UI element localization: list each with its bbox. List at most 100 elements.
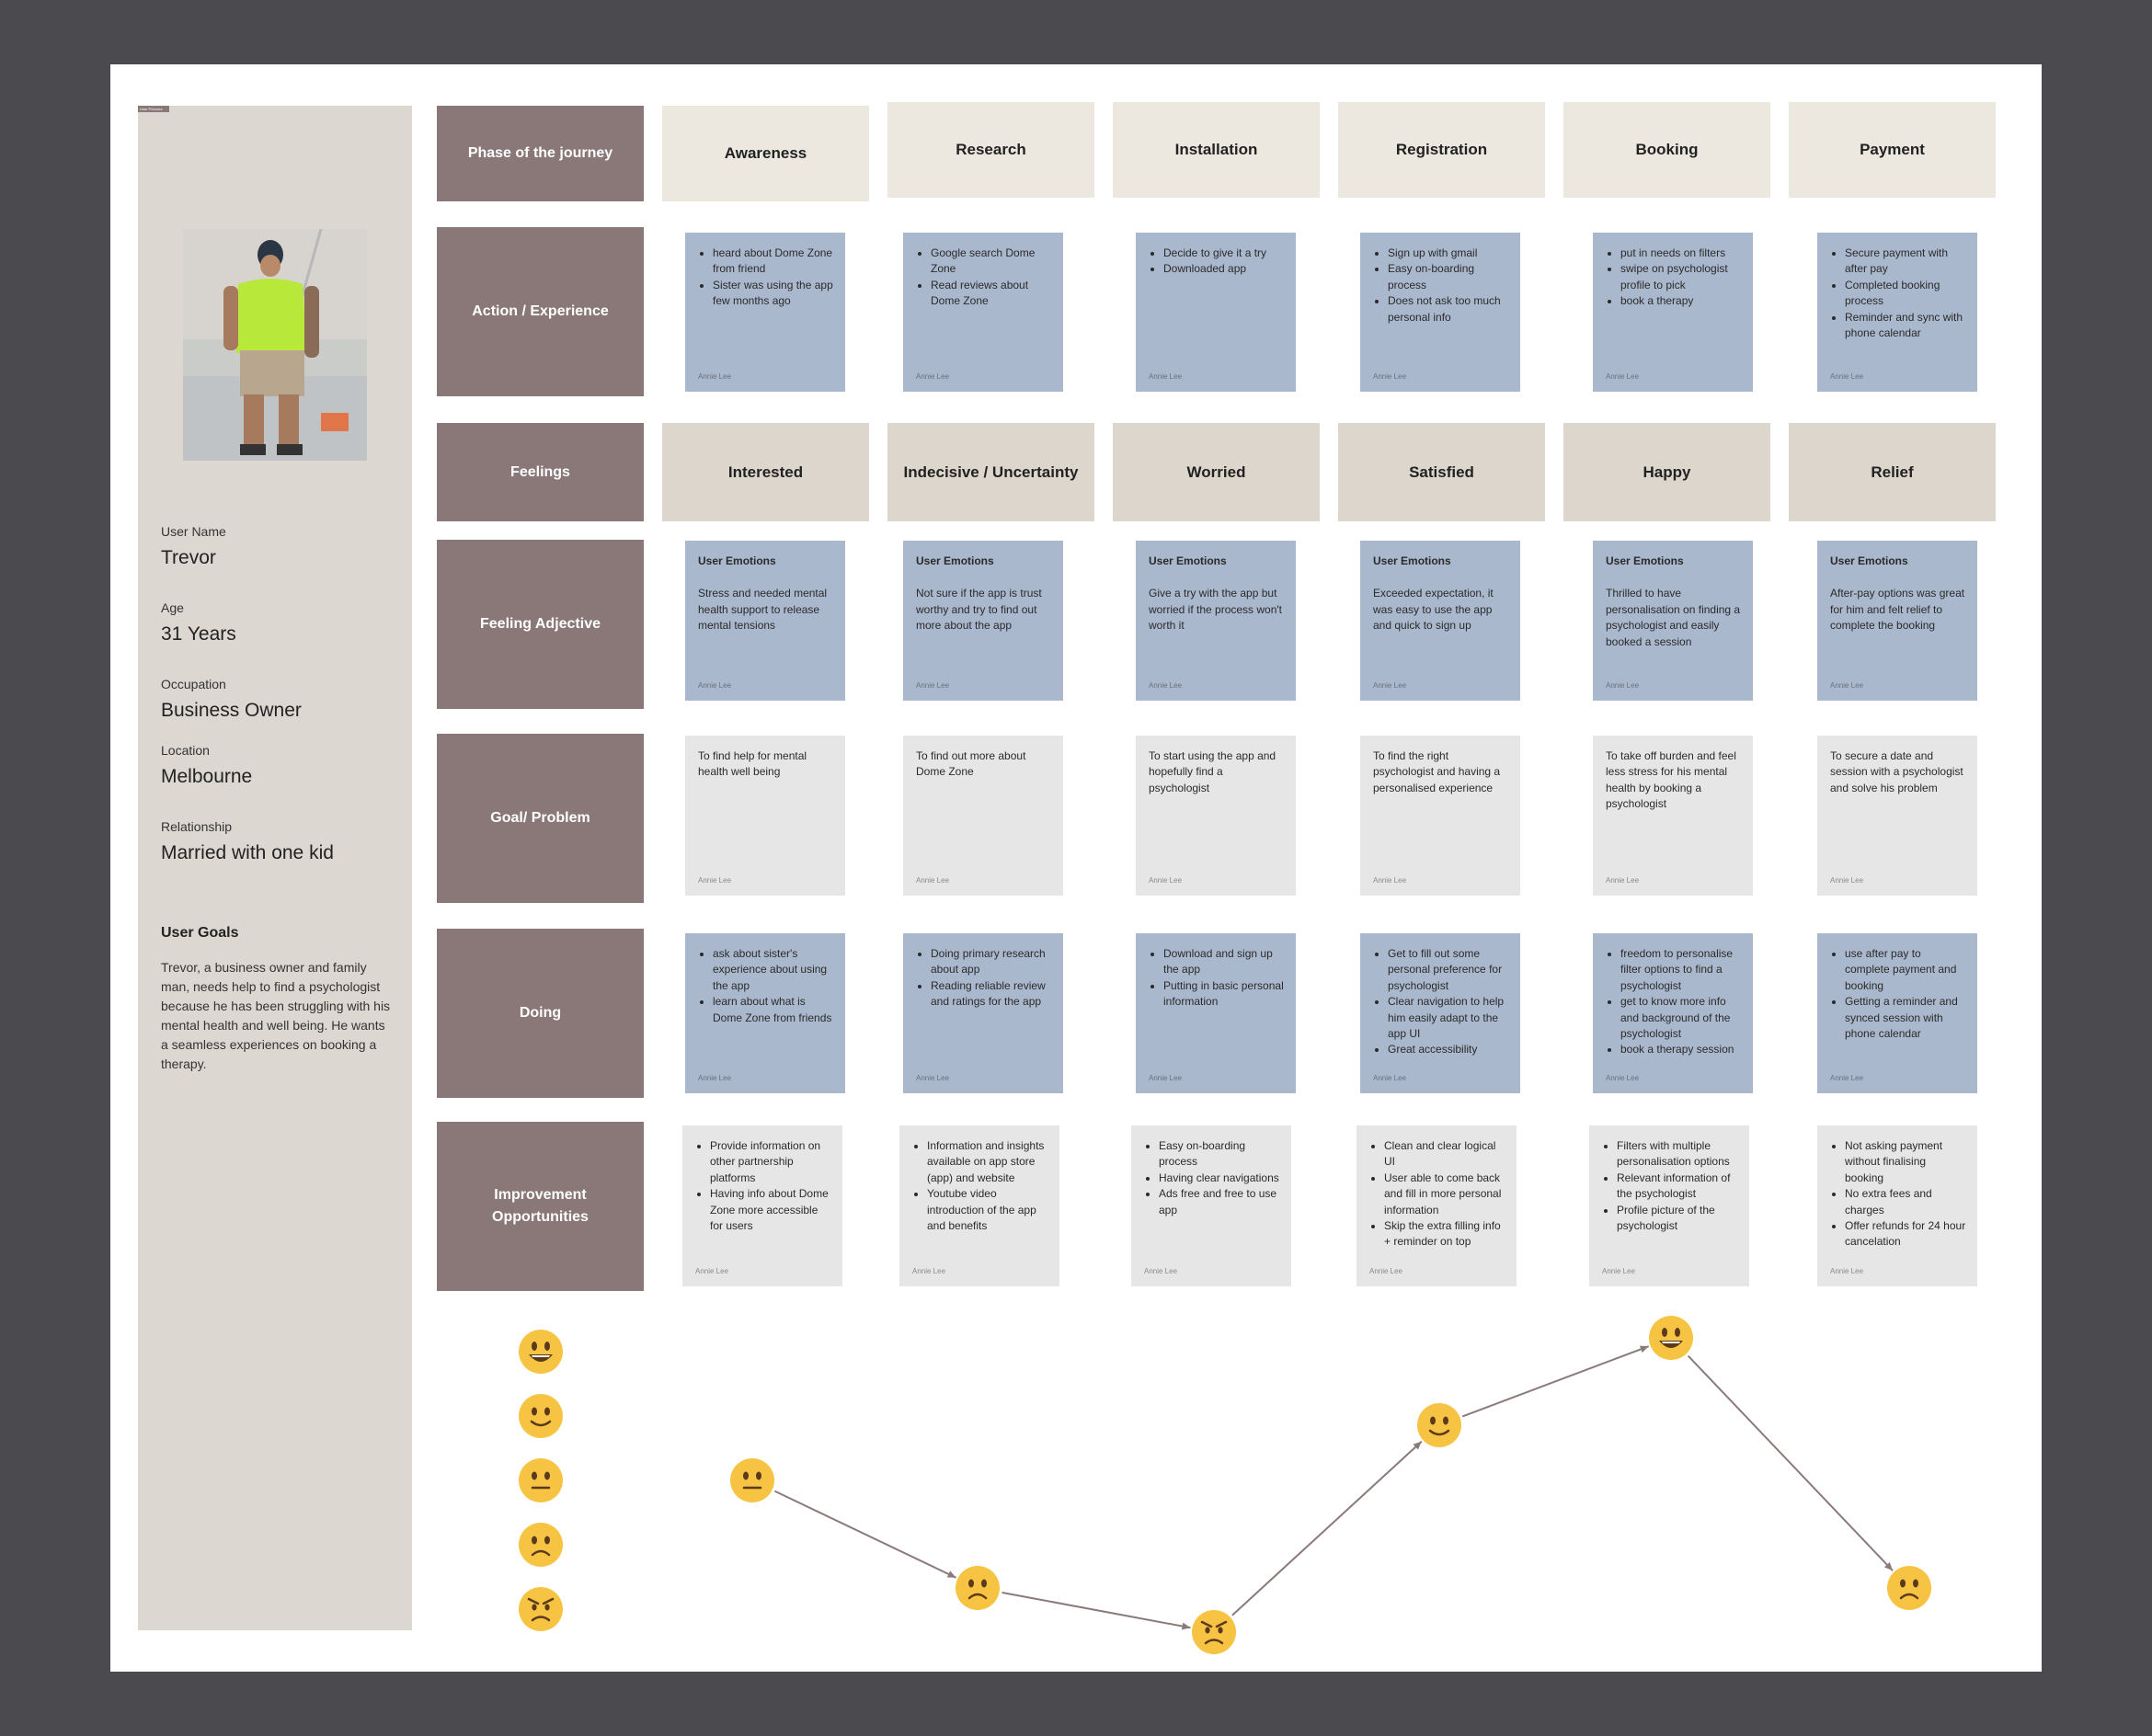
note-author: Annie Lee — [912, 1267, 946, 1276]
action-list-item: Google search Dome Zone — [931, 246, 1052, 278]
note-author: Annie Lee — [916, 681, 950, 691]
improvement-list-item: Profile picture of the psychologist — [1617, 1203, 1738, 1235]
doing-list-item: Reading reliable review and ratings for … — [931, 978, 1052, 1011]
note-author: Annie Lee — [698, 1074, 732, 1083]
action-list-item: book a therapy — [1620, 293, 1742, 309]
emotion-note-title: User Emotions — [698, 554, 776, 567]
note-author: Annie Lee — [1602, 1267, 1636, 1276]
action-list: Sign up with gmailEasy on-boarding proce… — [1373, 246, 1509, 326]
emotion-note-title: User Emotions — [1606, 554, 1684, 567]
goal-note-text: To find out more about Dome Zone — [916, 749, 1026, 779]
improvement-list-item: Skip the extra filling info + reminder o… — [1384, 1218, 1505, 1251]
feeling-header-awareness: Interested — [662, 423, 869, 521]
goal-note-text: To take off burden and feel less stress … — [1606, 749, 1736, 811]
phase-header-research: Research — [887, 102, 1094, 198]
curve-point-happy-emoji-icon — [1416, 1402, 1462, 1448]
curve-point-sad-emoji-icon — [955, 1565, 1001, 1611]
sad-emoji-icon — [518, 1522, 564, 1568]
improvement-list-item: Easy on-boarding process — [1159, 1138, 1280, 1171]
doing-list: Doing primary research about appReading … — [916, 946, 1052, 1011]
phase-header-awareness: Awareness — [662, 106, 869, 201]
note-author: Annie Lee — [698, 372, 732, 382]
doing-list: Get to fill out some personal preference… — [1373, 946, 1509, 1058]
doing-list: freedom to personalise filter options to… — [1606, 946, 1742, 1058]
improvement-list: Not asking payment without finalising bo… — [1830, 1138, 1966, 1251]
doing-list-item: freedom to personalise filter options to… — [1620, 946, 1742, 994]
action-list-item: heard about Dome Zone from friend — [713, 246, 834, 278]
row-label-goal: Goal/ Problem — [437, 734, 644, 903]
action-list-item: Sign up with gmail — [1388, 246, 1509, 261]
action-note-installation: Decide to give it a tryDownloaded appAnn… — [1136, 233, 1296, 392]
row-label-action: Action / Experience — [437, 227, 644, 396]
persona-name-value: Trevor — [161, 547, 216, 568]
persona-tag: User Persona — [138, 106, 169, 112]
action-list-item: Completed booking process — [1845, 278, 1966, 310]
emotion-note-title: User Emotions — [916, 554, 994, 567]
feeling-header-booking: Happy — [1563, 423, 1770, 521]
emotion-note-title: User Emotions — [1830, 554, 1908, 567]
doing-list-item: Download and sign up the app — [1163, 946, 1285, 978]
note-author: Annie Lee — [1606, 681, 1640, 691]
improvement-list-item: Provide information on other partnership… — [710, 1138, 831, 1186]
improvement-note-payment: Not asking payment without finalising bo… — [1817, 1125, 1977, 1286]
action-note-research: Google search Dome ZoneRead reviews abou… — [903, 233, 1063, 392]
doing-list-item: Doing primary research about app — [931, 946, 1052, 978]
phase-header-registration: Registration — [1338, 102, 1545, 198]
doing-list-item: use after pay to complete payment and bo… — [1845, 946, 1966, 994]
persona-location-value: Melbourne — [161, 766, 253, 787]
improvement-list-item: Clean and clear logical UI — [1384, 1138, 1505, 1171]
action-list: put in needs on filtersswipe on psycholo… — [1606, 246, 1742, 310]
curve-point-neutral-emoji-icon — [729, 1457, 775, 1503]
improvement-list: Provide information on other partnership… — [695, 1138, 831, 1234]
note-author: Annie Lee — [1830, 1267, 1864, 1276]
doing-list-item: learn about what is Dome Zone from frien… — [713, 994, 834, 1026]
very-happy-emoji-icon — [518, 1329, 564, 1375]
persona-location-label: Location — [161, 743, 210, 758]
improvement-note-awareness: Provide information on other partnership… — [682, 1125, 842, 1286]
angry-emoji-icon — [518, 1586, 564, 1632]
feeling-header-installation: Worried — [1113, 423, 1320, 521]
row-label-doing: Doing — [437, 929, 644, 1098]
feeling-header-research: Indecisive / Uncertainty — [887, 423, 1094, 521]
action-list: Decide to give it a tryDownloaded app — [1149, 246, 1285, 278]
note-author: Annie Lee — [698, 681, 732, 691]
note-author: Annie Lee — [1144, 1267, 1178, 1276]
note-author: Annie Lee — [1149, 1074, 1183, 1083]
action-list-item: Does not ask too much personal info — [1388, 293, 1509, 326]
action-list-item: put in needs on filters — [1620, 246, 1742, 261]
persona-photo — [183, 229, 367, 461]
row-label-feelings: Feelings — [437, 423, 644, 521]
note-author: Annie Lee — [695, 1267, 729, 1276]
doing-note-payment: use after pay to complete payment and bo… — [1817, 933, 1977, 1093]
note-author: Annie Lee — [1373, 681, 1407, 691]
action-list-item: Downloaded app — [1163, 261, 1285, 277]
emotion-note-text: After-pay options was great for him and … — [1830, 587, 1965, 633]
doing-list-item: ask about sister's experience about usin… — [713, 946, 834, 994]
improvement-list-item: Youtube video introduction of the app an… — [927, 1186, 1048, 1234]
note-author: Annie Lee — [1149, 372, 1183, 382]
note-author: Annie Lee — [1830, 372, 1864, 382]
doing-list: use after pay to complete payment and bo… — [1830, 946, 1966, 1042]
action-note-awareness: heard about Dome Zone from friendSister … — [685, 233, 845, 392]
note-author: Annie Lee — [1373, 876, 1407, 885]
improvement-list-item: No extra fees and charges — [1845, 1186, 1966, 1218]
emotion-note-text: Give a try with the app but worried if t… — [1149, 587, 1283, 633]
action-list-item: Read reviews about Dome Zone — [931, 278, 1052, 310]
persona-occupation-value: Business Owner — [161, 700, 302, 721]
note-author: Annie Lee — [1373, 372, 1407, 382]
note-author: Annie Lee — [698, 876, 732, 885]
persona-age-value: 31 Years — [161, 623, 236, 645]
persona-relationship-value: Married with one kid — [161, 842, 334, 863]
note-author: Annie Lee — [916, 1074, 950, 1083]
row-label-adjective: Feeling Adjective — [437, 540, 644, 709]
goal-note-text: To start using the app and hopefully fin… — [1149, 749, 1276, 794]
note-author: Annie Lee — [1149, 876, 1183, 885]
phase-header-installation: Installation — [1113, 102, 1320, 198]
action-note-registration: Sign up with gmailEasy on-boarding proce… — [1360, 233, 1520, 392]
improvement-note-booking: Filters with multiple personalisation op… — [1589, 1125, 1749, 1286]
improvement-note-installation: Easy on-boarding processHaving clear nav… — [1131, 1125, 1291, 1286]
